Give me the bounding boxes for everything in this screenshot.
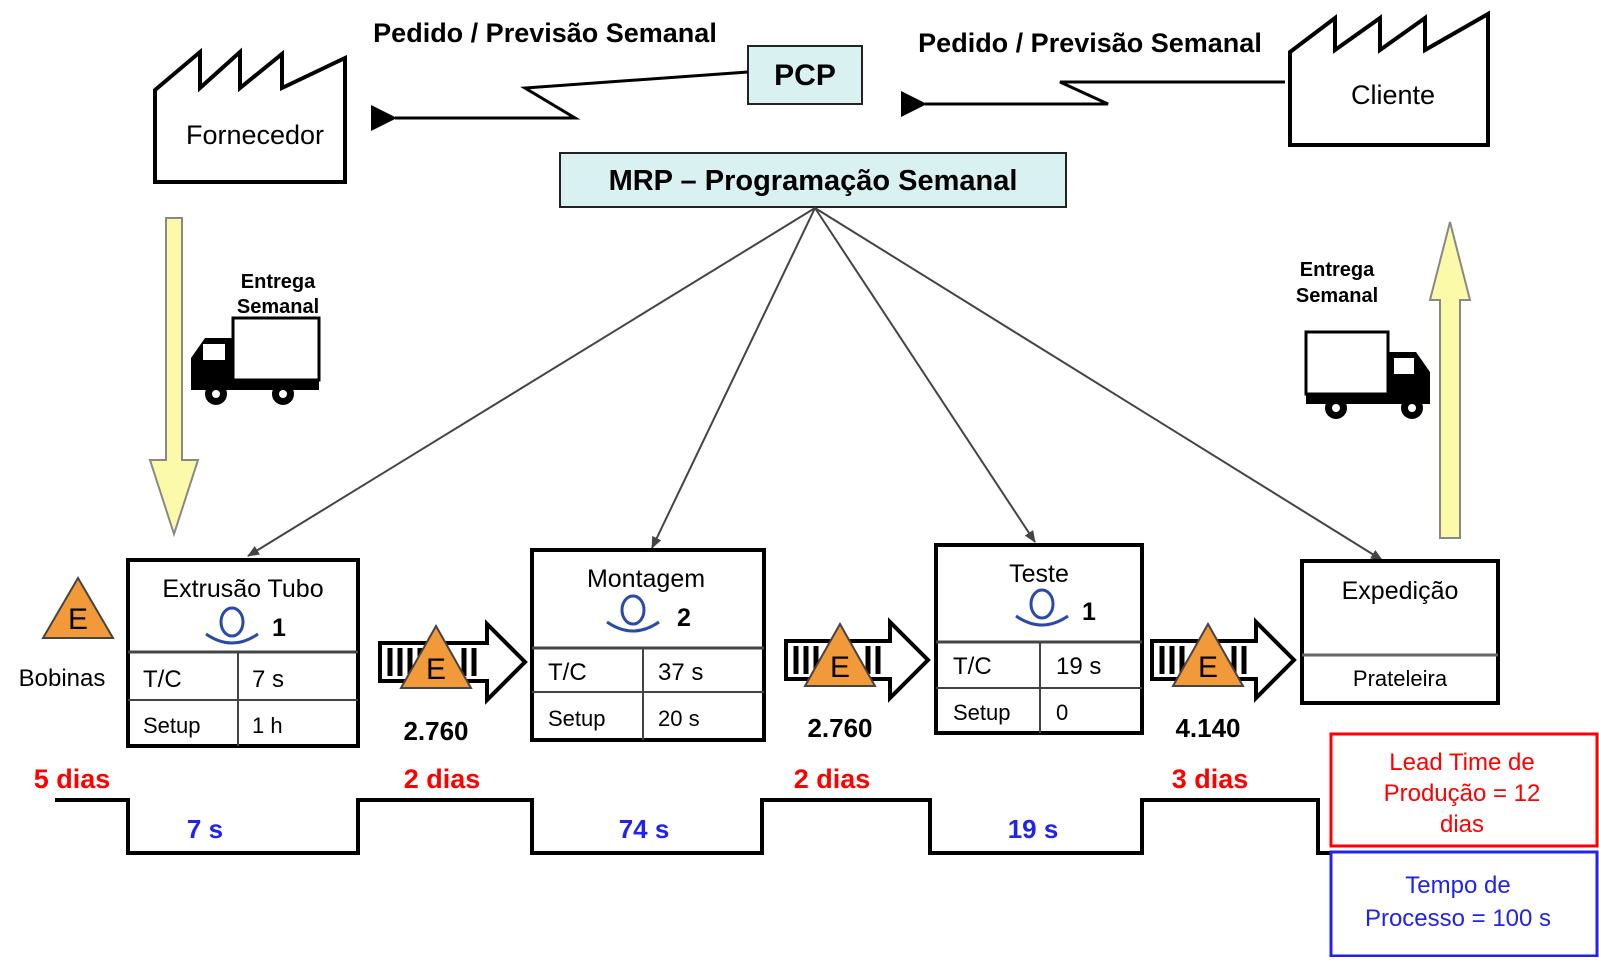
inbound-delivery-label-line2: Semanal bbox=[237, 296, 319, 318]
cycle-time-label: T/C bbox=[143, 666, 182, 693]
wait-time-1: 5 dias bbox=[34, 764, 111, 794]
electronic-flow-pcp-to-supplier bbox=[371, 70, 749, 131]
process-time-1: 7 s bbox=[187, 814, 223, 844]
supplier-factory: Fornecedor bbox=[153, 47, 347, 184]
mrp-label: MRP – Programação Semanal bbox=[609, 165, 1018, 197]
process-name: Expedição bbox=[1342, 577, 1459, 605]
setup-value: 20 s bbox=[658, 706, 700, 731]
process-time-3: 19 s bbox=[1008, 814, 1059, 844]
inbound-shipment-arrow bbox=[148, 217, 200, 538]
raw-inventory-symbol: E bbox=[68, 603, 88, 636]
outbound-truck-icon bbox=[1304, 330, 1430, 419]
setup-value: 1 h bbox=[252, 713, 283, 738]
process-time-2: 74 s bbox=[619, 814, 670, 844]
raw-inventory-label: Bobinas bbox=[19, 665, 106, 692]
pcp-label: PCP bbox=[774, 59, 836, 92]
process-box-test: Teste 1 T/C 19 s Setup 0 bbox=[934, 543, 1144, 735]
inbound-delivery-label-line1: Entrega bbox=[241, 271, 316, 293]
process-name: Teste bbox=[1009, 560, 1069, 588]
process-name: Extrusão Tubo bbox=[162, 575, 323, 603]
supplier-label: Fornecedor bbox=[186, 120, 324, 150]
operator-count: 2 bbox=[677, 604, 691, 632]
process-sub-label: Prateleira bbox=[1353, 666, 1448, 691]
process-name: Montagem bbox=[587, 565, 705, 593]
electronic-flow-customer-to-pcp bbox=[901, 80, 1285, 117]
order-forecast-label-left: Pedido / Previsão Semanal bbox=[373, 18, 717, 48]
process-time-summary: Tempo de Processo = 100 s bbox=[1329, 850, 1599, 958]
inventory-triangle-1: E bbox=[399, 623, 473, 689]
operator-icon bbox=[1015, 588, 1069, 627]
customer-label: Cliente bbox=[1351, 80, 1435, 110]
inventory-triangle-2: E bbox=[803, 621, 877, 687]
customer-factory: Cliente bbox=[1288, 10, 1490, 147]
operator-icon bbox=[606, 594, 660, 633]
lead-time-line1: Lead Time de bbox=[1389, 749, 1534, 776]
cycle-time-value: 19 s bbox=[1056, 653, 1101, 680]
cycle-time-label: T/C bbox=[548, 659, 587, 686]
pcp-box: PCP bbox=[747, 45, 863, 105]
cycle-time-value: 7 s bbox=[252, 666, 284, 693]
outbound-delivery-label-line2: Semanal bbox=[1296, 285, 1378, 307]
mrp-box: MRP – Programação Semanal bbox=[559, 152, 1067, 208]
inventory-quantity: 2.760 bbox=[403, 716, 468, 746]
setup-label: Setup bbox=[953, 700, 1011, 725]
setup-value: 0 bbox=[1056, 700, 1068, 725]
lead-time-line2: Produção = 12 bbox=[1384, 780, 1541, 807]
setup-label: Setup bbox=[143, 713, 201, 738]
operator-icon bbox=[205, 606, 259, 645]
process-box-shipping: Expedição Prateleira bbox=[1300, 559, 1500, 705]
timeline-ladder bbox=[55, 798, 1330, 855]
wait-time-3: 2 dias bbox=[794, 764, 871, 794]
cycle-time-label: T/C bbox=[953, 653, 992, 680]
outbound-delivery-label-line1: Entrega bbox=[1300, 259, 1375, 281]
operator-count: 1 bbox=[272, 614, 286, 642]
outbound-shipment-arrow bbox=[1428, 221, 1472, 539]
inventory-symbol: E bbox=[1198, 651, 1218, 684]
inbound-truck-icon bbox=[191, 316, 321, 405]
operator-count: 1 bbox=[1082, 598, 1096, 626]
inventory-symbol: E bbox=[830, 651, 850, 684]
raw-material-inventory: E bbox=[41, 576, 115, 639]
mrp-schedule-lines bbox=[247, 207, 1383, 561]
process-time-line2: Processo = 100 s bbox=[1365, 905, 1551, 932]
wait-time-4: 3 dias bbox=[1172, 764, 1249, 794]
cycle-time-value: 37 s bbox=[658, 659, 703, 686]
process-box-assembly: Montagem 2 T/C 37 s Setup 20 s bbox=[530, 548, 766, 742]
setup-label: Setup bbox=[548, 706, 606, 731]
inventory-quantity: 2.760 bbox=[807, 713, 872, 743]
process-box-extrusion: Extrusão Tubo 1 T/C 7 s Setup 1 h bbox=[126, 558, 360, 748]
inventory-quantity: 4.140 bbox=[1175, 713, 1240, 743]
lead-time-line3: dias bbox=[1440, 811, 1484, 838]
order-forecast-label-right: Pedido / Previsão Semanal bbox=[918, 28, 1262, 58]
inventory-triangle-3: E bbox=[1171, 621, 1245, 687]
wait-time-2: 2 dias bbox=[404, 764, 481, 794]
process-time-line1: Tempo de bbox=[1405, 872, 1510, 899]
lead-time-summary: Lead Time de Produção = 12 dias bbox=[1329, 732, 1599, 848]
inventory-symbol: E bbox=[426, 653, 446, 686]
